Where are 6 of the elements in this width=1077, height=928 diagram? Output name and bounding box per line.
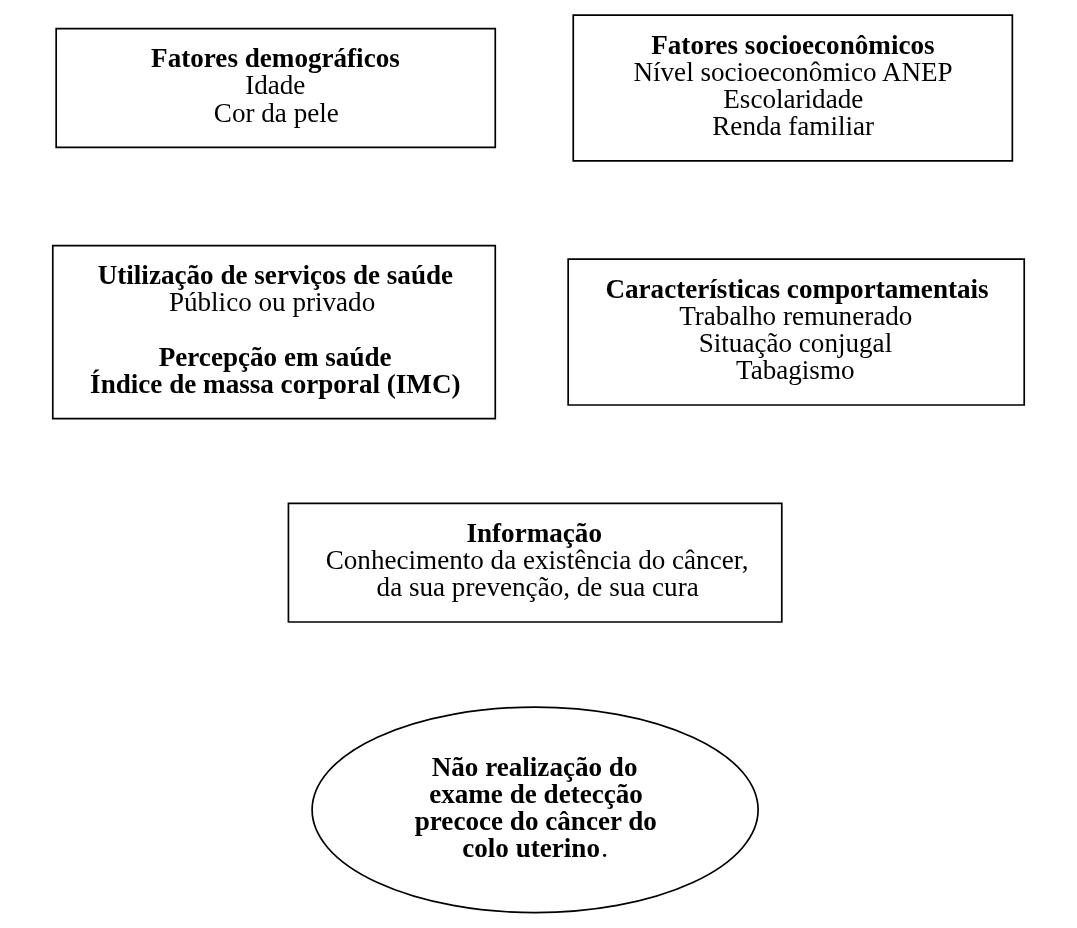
node-box: Fatores demográficos Idade Cor da pele: [55, 27, 497, 149]
node-ellipse: Não realização do exame de detecção precoce do câncer do colo uterino.: [311, 706, 759, 914]
node-box: Fatores socioeconômicos Nível socioeconômico ANEP Escolaridade Renda familiar: [572, 14, 1014, 162]
node-box: Informação Conhecimento da existência do câncer, da sua prevenção, de sua cura: [287, 502, 783, 623]
node-box: Utilização de serviços de saúde Público ou privado Percepção em saúde Índice de massa corporal (IMC): [51, 244, 497, 420]
node-box: Características comportamentais Trabalho remunerado Situação conjugal Tabagismo: [567, 258, 1026, 406]
